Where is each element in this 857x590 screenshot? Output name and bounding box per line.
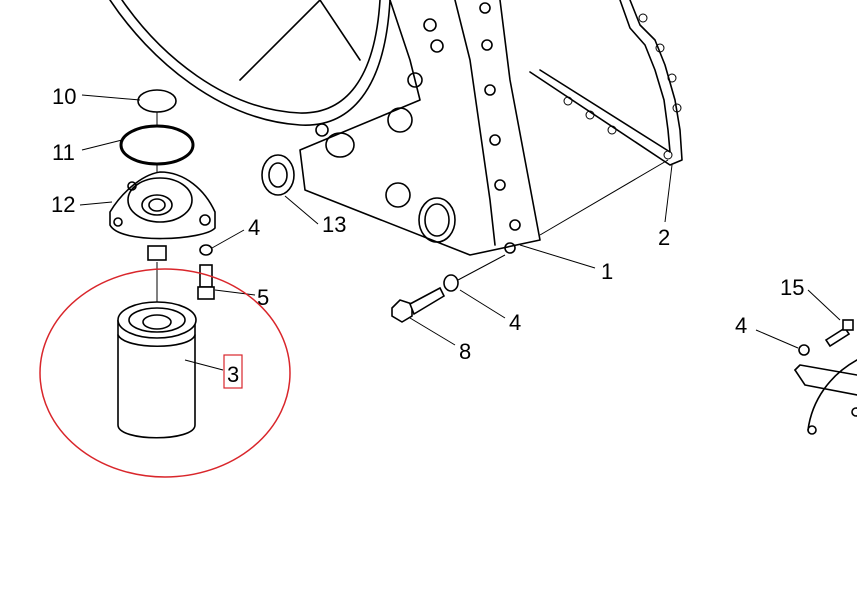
callout-5[interactable]: 5	[257, 285, 269, 310]
callout-10[interactable]: 10	[52, 84, 76, 109]
callout-4[interactable]: 4	[248, 215, 260, 240]
screw-part	[197, 264, 215, 300]
bolt-part	[391, 286, 446, 323]
filter-head	[109, 171, 216, 310]
highlight-box	[223, 354, 243, 389]
oring-large	[119, 124, 195, 166]
callout-8[interactable]: 8	[459, 339, 471, 364]
washer-part	[443, 274, 459, 292]
screw-right-part	[824, 319, 854, 348]
callout-15[interactable]: 15	[780, 275, 804, 300]
gasket-part	[529, 0, 683, 236]
callout-3[interactable]: 3	[227, 362, 239, 387]
flywheel-housing	[109, 0, 541, 256]
callout-13[interactable]: 13	[322, 212, 346, 237]
washer-part	[199, 244, 213, 256]
callout-12[interactable]: 12	[51, 192, 75, 217]
oring-small	[137, 89, 177, 113]
callout-4[interactable]: 4	[735, 313, 747, 338]
cover-part	[794, 359, 857, 435]
seal-part	[261, 154, 295, 196]
callout-1[interactable]: 1	[601, 259, 613, 284]
leader-lines	[79, 94, 841, 371]
callout-2[interactable]: 2	[658, 225, 670, 250]
callout-4[interactable]: 4	[509, 310, 521, 335]
callout-11[interactable]: 11	[52, 140, 75, 165]
washer-right-part	[798, 344, 810, 356]
highlight-circle	[39, 268, 291, 478]
oil-filter-part	[117, 301, 197, 439]
